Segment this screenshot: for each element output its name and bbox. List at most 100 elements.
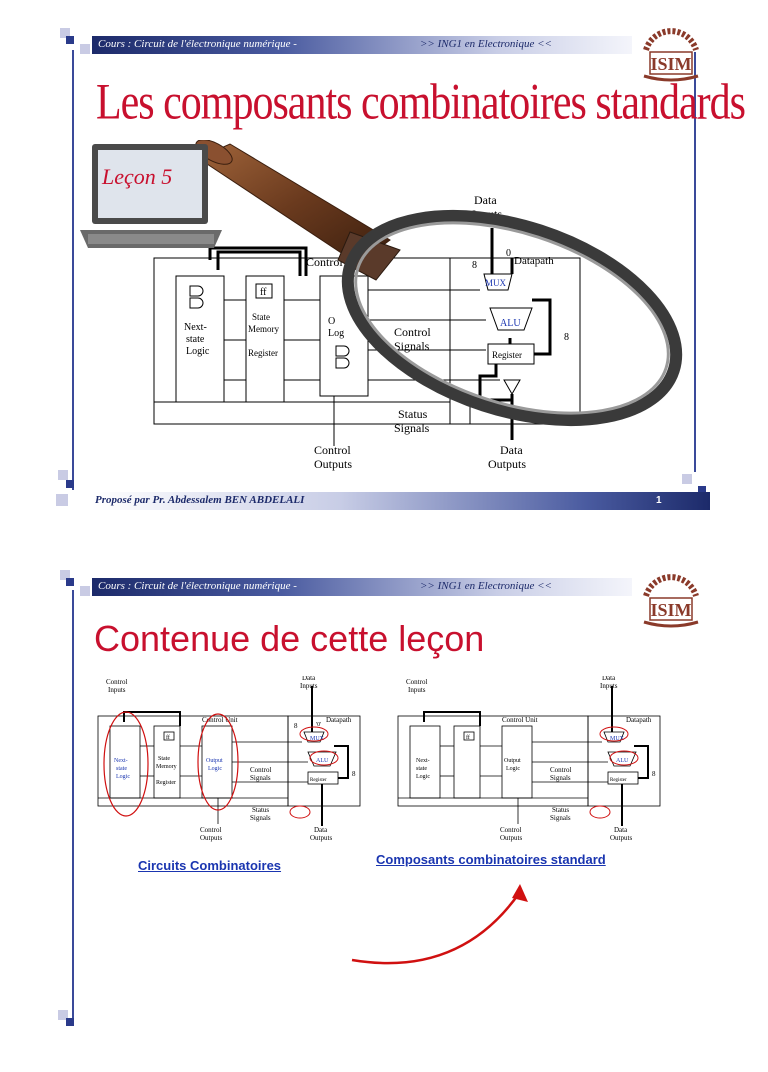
highlight-oval: [599, 726, 629, 742]
left-rule: [72, 590, 74, 1024]
highlight-oval: [309, 750, 339, 766]
state-memory-label: Memory: [156, 764, 177, 770]
footer-author: Proposé par Pr. Abdessalem BEN ABDELALI: [95, 494, 305, 506]
highlight-oval: [609, 750, 639, 766]
output-logic-label: O: [328, 316, 335, 327]
next-state-label: Next-: [416, 758, 430, 764]
decor-square: [682, 474, 692, 484]
svg-text:ff: ff: [166, 734, 170, 741]
register-label: Register: [156, 780, 176, 786]
slide-title: Contenue de cette leçon: [94, 618, 485, 659]
slide-2: Cours : Circuit de l'électronique numéri…: [0, 560, 768, 1072]
svg-text:Signals: Signals: [250, 774, 271, 782]
header-level: >> ING1 en Electronique <<: [420, 580, 552, 592]
header-course: Cours : Circuit de l'électronique numéri…: [98, 38, 297, 50]
isim-logo-icon: ISIM: [643, 574, 699, 628]
control-signals-label: Control: [394, 325, 431, 339]
data-outputs-label: Data: [500, 443, 523, 457]
svg-text:MUX: MUX: [310, 736, 325, 742]
svg-text:Inputs: Inputs: [108, 686, 126, 694]
alu-label: ALU: [500, 318, 521, 329]
next-state-label: state: [416, 766, 427, 772]
svg-text:Control: Control: [200, 826, 221, 834]
decor-square: [58, 470, 68, 480]
ff-label: ff: [260, 287, 267, 298]
logo-text: ISIM: [650, 600, 691, 620]
right-rule: [694, 52, 696, 472]
header-level: >> ING1 en Electronique <<: [420, 38, 552, 50]
header-course: Cours : Circuit de l'électronique numéri…: [98, 580, 297, 592]
lesson-label: Leçon 5: [101, 164, 172, 189]
state-memory-label: State: [252, 312, 270, 322]
svg-text:Datapath: Datapath: [326, 716, 352, 724]
bus-width-label: 8: [294, 722, 298, 730]
decor-square: [60, 570, 70, 580]
decor-square: [56, 494, 68, 506]
data-outputs-label: Outputs: [488, 457, 526, 471]
svg-text:Register: Register: [310, 778, 327, 783]
slide-1: Cours : Circuit de l'électronique numéri…: [0, 0, 768, 512]
decor-square: [80, 586, 90, 596]
next-state-label: Logic: [116, 774, 130, 780]
output-logic-label: Logic: [208, 766, 222, 772]
datapath-box: [449, 257, 581, 425]
slide-title: Les composants combinatoires standards: [96, 75, 746, 131]
svg-text:Outputs: Outputs: [310, 834, 332, 842]
magnifier-icon: [195, 140, 683, 427]
decor-square: [66, 480, 74, 488]
highlight-oval: [289, 805, 311, 819]
svg-text:Data: Data: [314, 826, 328, 834]
next-state-label: state: [186, 334, 205, 345]
decor-square: [58, 1010, 68, 1020]
svg-text:Status: Status: [252, 806, 269, 814]
register-label: Register: [248, 348, 278, 358]
control-outputs-label: Control: [314, 443, 351, 457]
next-state-label: Logic: [416, 774, 430, 780]
bus-width-label: 8: [472, 260, 477, 271]
caption-standard-components[interactable]: Composants combinatoires standard: [376, 852, 606, 867]
output-logic-label: Output: [206, 758, 223, 764]
decor-square: [698, 486, 706, 494]
next-state-label: Next-: [114, 758, 128, 764]
svg-text:8: 8: [352, 770, 356, 778]
decor-square: [80, 44, 90, 54]
status-signals-label: Status: [398, 407, 428, 421]
tristate-buffer-icon: [503, 379, 521, 396]
bus-width-label: 8: [564, 332, 569, 343]
datapath-label: Datapath: [514, 255, 554, 267]
caption-combinational-circuits[interactable]: Circuits Combinatoires: [138, 858, 282, 873]
data-inputs-label: Data: [474, 193, 497, 207]
next-state-label: state: [116, 766, 127, 772]
diagram-right: [397, 676, 661, 843]
control-signals-label: Signals: [394, 339, 430, 353]
highlight-oval: [589, 805, 611, 819]
left-rule: [72, 50, 74, 490]
svg-text:Control: Control: [106, 678, 127, 686]
output-logic-label: Log: [328, 328, 344, 339]
next-state-label: Next-: [184, 322, 207, 333]
header-bar: [92, 36, 632, 54]
output-logic-label: Logic: [506, 766, 520, 772]
svg-text:ALU: ALU: [316, 758, 329, 764]
header-bar: [92, 578, 632, 596]
red-arrow-icon: [351, 884, 528, 965]
highlight-oval: [197, 713, 239, 811]
decor-square: [60, 28, 70, 38]
mux-label: MUX: [485, 278, 507, 288]
highlight-oval: [299, 726, 329, 742]
decor-square: [66, 36, 74, 44]
svg-text:Signals: Signals: [250, 814, 271, 822]
highlight-oval: [103, 711, 149, 817]
svg-text:Control Unit: Control Unit: [202, 716, 238, 724]
svg-text:Outputs: Outputs: [200, 834, 222, 842]
control-outputs-label: Outputs: [314, 457, 352, 471]
alu-shape: [489, 307, 533, 331]
decor-square: [66, 578, 74, 586]
page-number: 1: [656, 495, 662, 506]
next-state-label: Logic: [186, 346, 210, 357]
state-memory-label: Memory: [248, 324, 279, 334]
svg-text:Data: Data: [302, 676, 316, 682]
decor-square: [66, 1018, 74, 1026]
